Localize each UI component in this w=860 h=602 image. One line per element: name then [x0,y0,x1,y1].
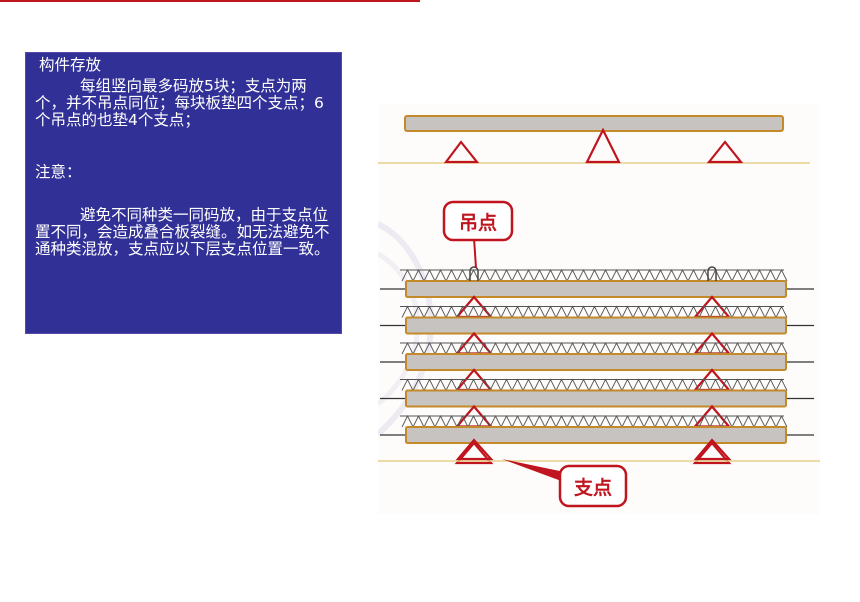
lifting-loop [469,266,479,281]
precast-slab [405,280,787,298]
support-triangle [443,140,480,164]
stacked-slabs [380,266,814,465]
single-slab-example [378,115,810,164]
truss-lattice [400,268,788,282]
support-triangle [585,127,621,164]
truss-lattice [400,378,788,391]
support-triangle [706,140,744,164]
panel-title: 构件存放 [39,56,102,74]
truss-lattice [400,414,788,428]
support-point-label: 支点 [573,477,612,499]
support-triangle [692,441,732,465]
top-example-slab [404,115,784,132]
lifting-point-callout: 吊点 [442,200,514,269]
precast-slab [405,426,787,444]
support-triangle [693,438,732,461]
storage-text-panel: 构件存放 每组竖向最多码放5块；支点为两个，并不吊点同位；每块板垫四个支点；6个… [25,52,342,334]
note-label: 注意： [35,163,82,181]
precast-slab [405,316,787,335]
lifting-loop [707,266,717,281]
truss-lattice [400,305,788,318]
precast-slab [405,389,787,408]
stacking-rule-text: 每组竖向最多码放5块；支点为两个，并不吊点同位；每块板垫四个支点；6个吊点的也垫… [35,77,324,129]
diagram-background [378,104,820,514]
mixing-warning-text: 避免不同种类一同码放，由于支点位置不同，会造成叠合板裂缝。如无法避免不通种类混放… [35,206,330,258]
slab-stacking-diagram: 吊点 支点 [378,104,820,514]
lifting-point-label: 吊点 [459,212,497,234]
precast-slab [405,353,787,371]
truss-lattice [400,341,788,355]
support-triangle [455,438,494,461]
support-triangle [454,441,494,465]
top-accent-rule [0,0,420,2]
support-point-callout: 支点 [502,459,628,508]
